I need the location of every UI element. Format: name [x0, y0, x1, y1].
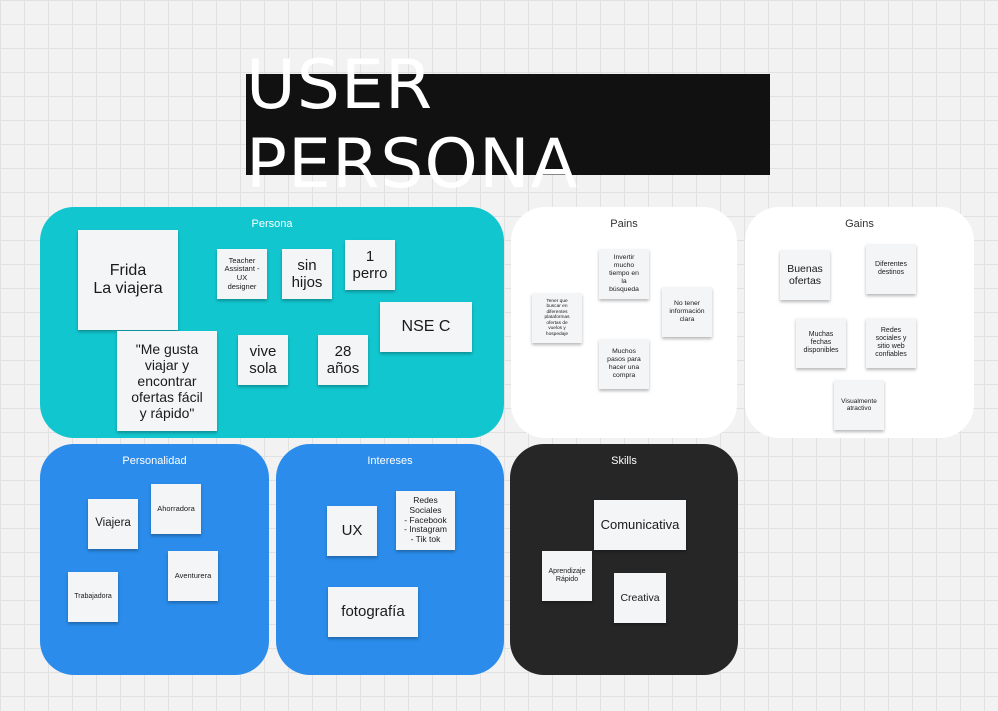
sticky-note-destinations[interactable]: Diferentes destinos	[866, 244, 916, 294]
sticky-note-nse[interactable]: NSE C	[380, 302, 472, 352]
sticky-note-viajera[interactable]: Viajera	[88, 499, 138, 549]
skills-panel-label: Skills	[611, 455, 637, 467]
sticky-note-quote[interactable]: "Me gusta viajar y encontrar ofertas fác…	[117, 331, 217, 431]
personalidad-panel[interactable]: Personalidad	[40, 444, 269, 675]
page-title: USER PERSONA	[246, 46, 770, 204]
intereses-panel[interactable]: Intereses	[276, 444, 504, 675]
personalidad-panel-label: Personalidad	[122, 455, 187, 467]
sticky-note-age[interactable]: 28 años	[318, 335, 368, 385]
sticky-note-ahorradora[interactable]: Ahorradora	[151, 484, 201, 534]
sticky-note-trabajadora[interactable]: Trabajadora	[68, 572, 118, 622]
sticky-note-living[interactable]: vive sola	[238, 335, 288, 385]
sticky-note-occupation[interactable]: Teacher Assistant - UX designer	[217, 249, 267, 299]
sticky-note-aprendizaje[interactable]: Aprendizaje Rápido	[542, 551, 592, 601]
sticky-note-ux[interactable]: UX	[327, 506, 377, 556]
sticky-note-name[interactable]: Frida La viajera	[78, 230, 178, 330]
sticky-note-children[interactable]: sin hijos	[282, 249, 332, 299]
sticky-note-dates[interactable]: Muchas fechas disponibles	[796, 318, 846, 368]
sticky-note-visual[interactable]: Visualmente atractivo	[834, 380, 884, 430]
persona-panel-label: Persona	[251, 218, 293, 230]
sticky-note-steps[interactable]: Muchos pasos para hacer una compra	[599, 339, 649, 389]
sticky-note-creativa[interactable]: Creativa	[614, 573, 666, 623]
sticky-note-pet[interactable]: 1 perro	[345, 240, 395, 290]
gains-panel-label: Gains	[845, 218, 874, 230]
intereses-panel-label: Intereses	[367, 455, 413, 467]
sticky-note-platforms[interactable]: Tener que buscar en diferentes plataform…	[532, 293, 582, 343]
sticky-note-social[interactable]: Redes sociales y sitio web confiables	[866, 318, 916, 368]
sticky-note-offers[interactable]: Buenas ofertas	[780, 250, 830, 300]
sticky-note-search-time[interactable]: Invertir mucho tiempo en la búsqueda	[599, 249, 649, 299]
sticky-note-aventurera[interactable]: Aventurera	[168, 551, 218, 601]
sticky-note-comunicativa[interactable]: Comunicativa	[594, 500, 686, 550]
sticky-note-redes[interactable]: Redes Sociales - Facebook - Instagram - …	[396, 491, 455, 550]
sticky-note-fotografia[interactable]: fotografía	[328, 587, 418, 637]
pains-panel-label: Pains	[610, 218, 638, 230]
sticky-note-no-info[interactable]: No tener información clara	[662, 287, 712, 337]
